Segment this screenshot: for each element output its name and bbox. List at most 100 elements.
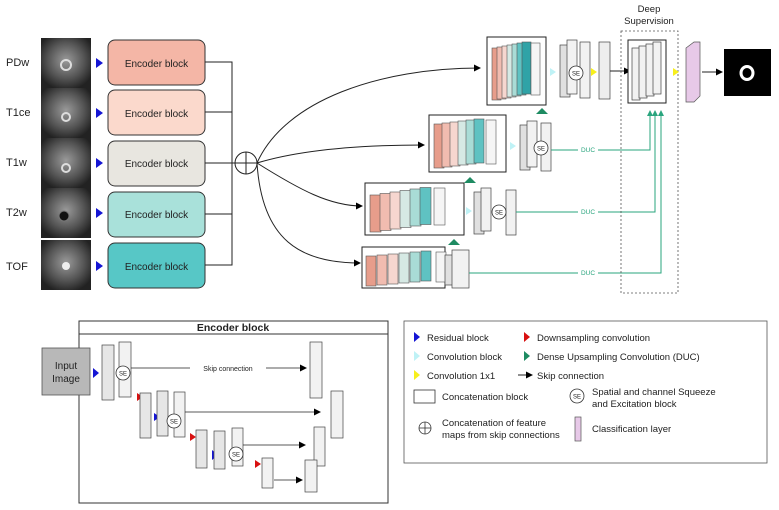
level-4-feature-map	[376, 254, 388, 286]
level-3-feature-map	[369, 194, 382, 233]
se-icon-label: SE	[572, 72, 580, 78]
vessel-marker	[62, 262, 70, 270]
legend-concat-maps-line2: maps from skip connections	[442, 430, 560, 441]
encoder-label-t1w: Encoder block	[125, 159, 189, 170]
level-4-feature-map	[398, 252, 410, 284]
skip-curves	[256, 64, 481, 267]
vessel-marker	[61, 112, 71, 122]
skip-connection-label: Skip connection	[203, 366, 253, 373]
red-triangle-icon	[524, 332, 530, 342]
level-2-feature-map	[473, 118, 485, 164]
blue-triangle-icon	[93, 368, 99, 378]
level-4-feature-map	[387, 253, 399, 285]
mri-thumbnail-pdw	[41, 38, 91, 88]
legend-skip-label: Skip connection	[537, 371, 604, 382]
yellow-triangle-icon	[673, 68, 679, 76]
legend-panel: Residual block Downsampling convolution …	[403, 320, 768, 464]
concat-node-icon	[234, 151, 258, 175]
modality-label-t1w: T1w	[6, 157, 27, 169]
legend-convolution-label: Convolution block	[427, 352, 502, 363]
concat-block-icon	[413, 389, 436, 404]
red-triangle-icon	[255, 460, 261, 468]
legend-residual-label: Residual block	[427, 333, 489, 344]
blue-triangle-icon	[414, 332, 420, 342]
level-4-feature-map	[365, 255, 377, 287]
level-1-feature-map	[521, 41, 532, 95]
yellow-triangle-icon	[591, 68, 597, 76]
deep-supervision-title-line2: Supervision	[624, 16, 674, 27]
blue-triangle-icon	[96, 158, 103, 168]
deep-supervision-title-line1: Deep	[638, 4, 661, 15]
se-icon	[533, 140, 549, 156]
blue-triangle-icon	[96, 261, 103, 271]
level-3-conv-block: SE	[473, 187, 517, 236]
duc-label-level-2: DUC	[581, 147, 595, 154]
se-icon	[166, 413, 182, 429]
red-triangle-icon	[190, 433, 196, 441]
cyan-triangle-icon	[414, 351, 420, 361]
level-1-conv1x1-block	[598, 41, 611, 100]
encoder-detail-panel: Encoder block Input Image SE Skip connec…	[41, 320, 389, 504]
encoder-label-tof: Encoder block	[125, 262, 189, 273]
vessel-marker	[61, 163, 71, 173]
input-modalities: PDw Encoder block T1ce Encoder block T1w…	[6, 38, 206, 290]
se-icon	[228, 446, 244, 462]
input-image-label-line1: Input	[55, 361, 77, 372]
classification-layer-icon	[574, 416, 582, 442]
duc-label-level-4: DUC	[581, 270, 595, 277]
yellow-triangle-icon	[414, 370, 420, 380]
se-icon	[568, 65, 584, 81]
duc-label-level-3: DUC	[581, 209, 595, 216]
encoder-label-t2w: Encoder block	[125, 210, 189, 221]
segmentation-output-image	[724, 49, 771, 96]
level-3-concat-block	[364, 182, 465, 236]
level-3-feature-map	[409, 188, 422, 227]
green-triangle-icon	[536, 108, 548, 114]
level-4-feature-map	[420, 250, 432, 282]
legend-conv1x1-label: Convolution 1x1	[427, 371, 495, 382]
encoder-label-t1ce: Encoder block	[125, 109, 189, 120]
classification-layer	[685, 41, 701, 103]
cyan-triangle-icon	[466, 207, 472, 215]
se-icon	[491, 204, 507, 220]
encoder-label-pdw: Encoder block	[125, 59, 189, 70]
vessel-marker	[58, 210, 70, 222]
se-icon	[115, 365, 131, 381]
se-legend-icon	[569, 388, 585, 404]
level-2-feature-map	[485, 119, 497, 165]
encoder-merge-lines	[205, 61, 235, 266]
level-4-concat-block	[361, 246, 447, 289]
se-legend-icon-label: SE	[573, 395, 581, 401]
level-3-feature-map	[433, 187, 446, 226]
encoder-detail-title: Encoder block	[197, 322, 270, 334]
legend-concat-label: Concatenation block	[442, 392, 528, 403]
level-3-feature-map	[379, 193, 392, 231]
green-triangle-icon	[464, 177, 476, 183]
legend-duc-label: Dense Upsampling Convolution (DUC)	[537, 352, 700, 363]
green-triangle-icon	[524, 351, 530, 361]
concat-maps-icon	[418, 421, 432, 435]
level-1-feature-map	[530, 42, 541, 96]
se-icon-label: SE	[170, 420, 178, 426]
level-1-conv-block: SE	[559, 39, 591, 99]
se-icon-label: SE	[495, 211, 503, 217]
duc-connections	[469, 110, 664, 274]
input-image-label-line2: Image	[52, 374, 80, 385]
level-4-feature-map	[435, 251, 447, 283]
level-4-conv-block	[444, 249, 470, 289]
level-2-conv-block: SE	[519, 120, 552, 172]
legend-se-label-line2: and Excitation block	[592, 399, 677, 410]
modality-label-tof: TOF	[6, 261, 28, 273]
level-2-concat-block	[428, 114, 507, 173]
cyan-triangle-icon	[510, 142, 516, 150]
legend-se-label-line1: Spatial and channel Squeeze	[592, 387, 716, 398]
deep-supervision-block	[627, 39, 667, 104]
deep-supervision-region	[620, 30, 679, 294]
modality-label-t1ce: T1ce	[6, 107, 30, 119]
input-image-box	[41, 347, 91, 396]
legend-concat-maps-line1: Concatenation of feature	[442, 418, 546, 429]
se-icon-label: SE	[537, 147, 545, 153]
blue-triangle-icon	[96, 208, 103, 218]
green-triangle-icon	[448, 239, 460, 245]
